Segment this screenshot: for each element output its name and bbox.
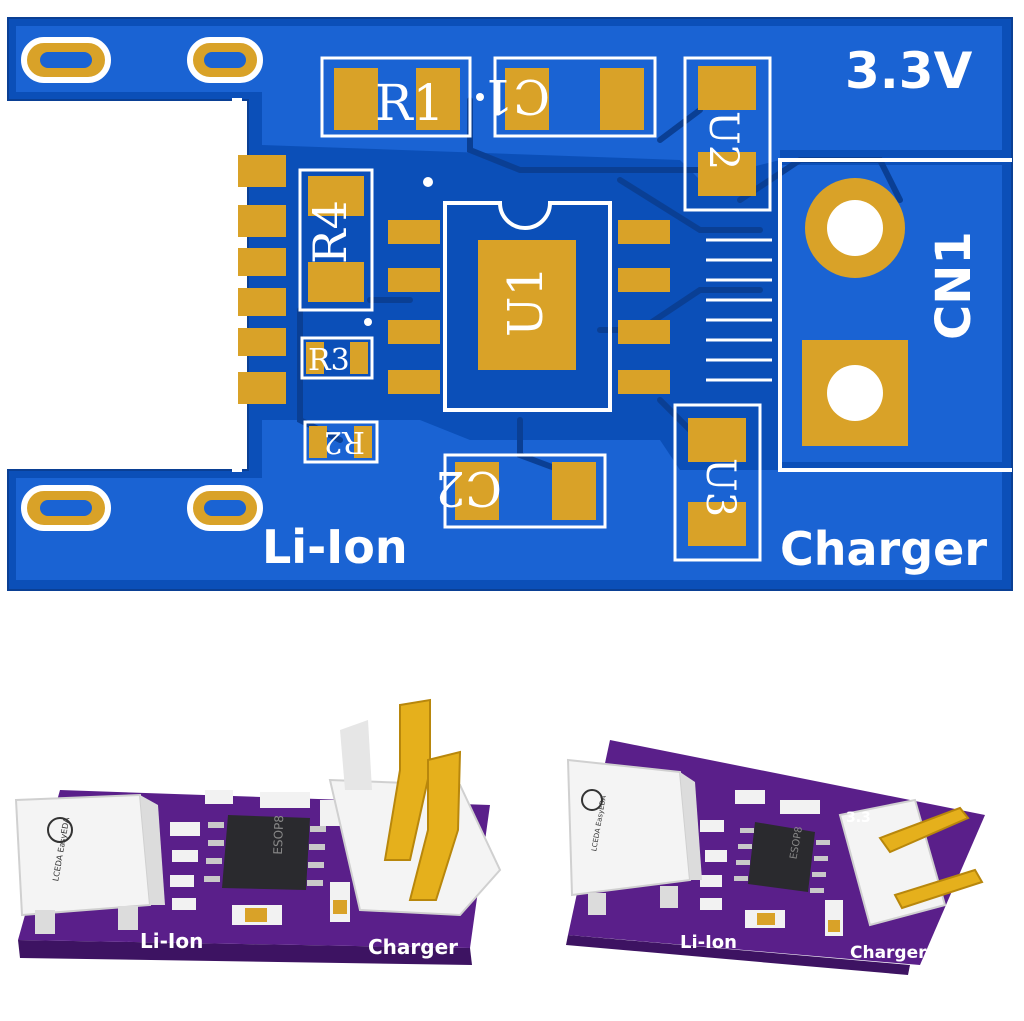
render-right-charger-label: Charger: [850, 943, 927, 963]
u1-footprint: [364, 201, 670, 412]
cn1-label: CN1: [926, 231, 982, 340]
r1-label: R1: [375, 74, 444, 132]
r2-footprint: [303, 420, 379, 464]
cn1-outline: [778, 158, 1012, 472]
r2-label: R2: [323, 424, 365, 459]
c1-footprint: [493, 56, 657, 138]
render-right-voltage-label: 3.3: [846, 810, 871, 826]
u1-label: U1: [498, 266, 554, 337]
cn1-pads: [802, 178, 908, 446]
usb-outline: [232, 98, 242, 472]
voltage-label: 3.3V: [845, 42, 973, 100]
usb-pads: [238, 155, 286, 404]
render-left-usb-logo-icon: [47, 817, 73, 843]
u3-label: U3: [697, 458, 743, 517]
render-left-li-ion-label: Li-Ion: [140, 929, 203, 953]
r3-label: R3: [308, 343, 350, 378]
r4-footprint: [298, 168, 433, 312]
render-right-pin-2: [893, 868, 984, 910]
render-left-pin-1: [383, 698, 431, 861]
render-right: ESOP8 LCEDA EasyEDA 3.3 Li-Ion Charger: [566, 740, 985, 975]
r4-label: R4: [303, 200, 357, 264]
render-left-usb-logo-text: LCEDA EasyEDA: [51, 816, 71, 882]
render-left-pin-2: [408, 750, 462, 901]
u2-label: U2: [700, 111, 746, 170]
render-right-usb: [566, 758, 692, 897]
charger-label: Charger: [780, 522, 987, 576]
u3-footprint: [673, 403, 762, 562]
render-right-pin-1: [878, 806, 970, 854]
render-right-chip: [748, 822, 815, 892]
render-right-chip-marking: ESOP8: [789, 826, 806, 860]
render-right-usb-logo-text: LCEDA EasyEDA: [590, 795, 608, 852]
render-left-charger-label: Charger: [368, 935, 458, 959]
render-left-chip: [222, 815, 310, 890]
keepout-hatch: [706, 238, 772, 382]
copper-pour-bottom: [16, 420, 1002, 580]
render-left: ESOP8 LCEDA EasyEDA Li-Ion Cha: [14, 698, 502, 965]
render-right-li-ion-label: Li-Ion: [680, 932, 737, 953]
c2-label: C2: [435, 460, 502, 516]
c1-label: C1: [483, 68, 550, 124]
c2-footprint: [443, 453, 607, 529]
render-right-header: [838, 798, 947, 927]
mounting-slots: [21, 37, 263, 531]
u2-footprint: [683, 56, 772, 212]
render-left-header: [328, 778, 502, 917]
render-right-usb-logo-icon: [581, 789, 603, 811]
r1-footprint: [320, 56, 484, 138]
r3-footprint: [300, 336, 374, 380]
render-left-usb: [14, 793, 152, 917]
render-left-chip-marking: ESOP8: [271, 815, 286, 855]
pcb-layout-view: R1 C1 U2 R4 U1 R3: [7, 17, 1013, 591]
li-ion-label: Li-Ion: [262, 520, 408, 574]
